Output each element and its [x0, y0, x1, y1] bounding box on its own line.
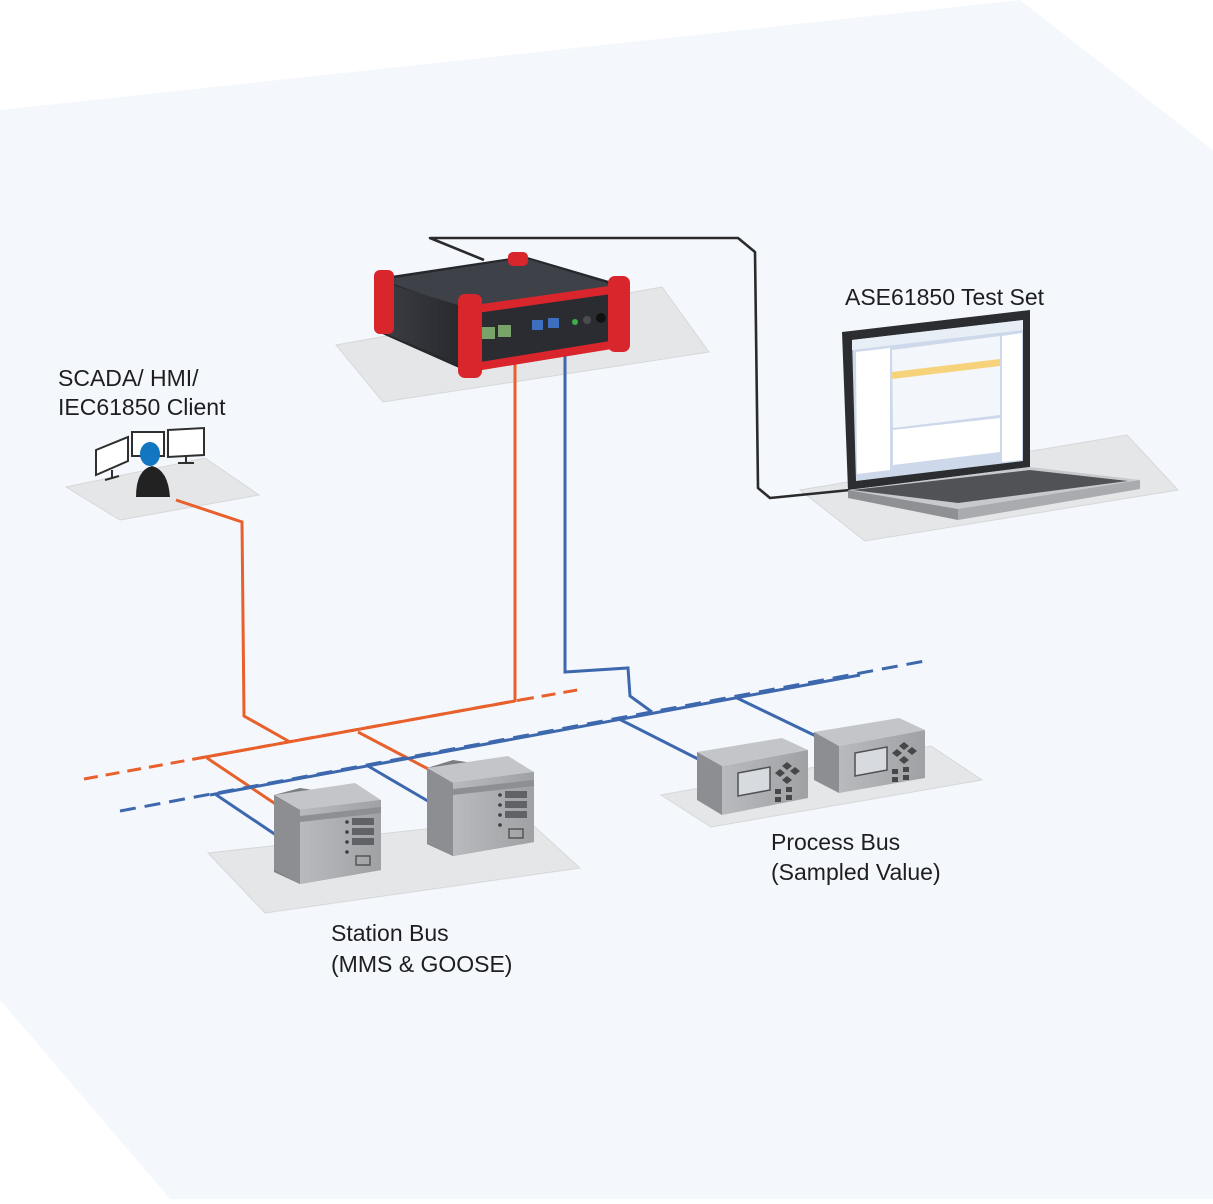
- ied2-station-drop: [357, 730, 433, 773]
- user-body: [136, 466, 170, 497]
- station-bus: [83, 340, 584, 809]
- screen-tree-pane: [856, 348, 890, 474]
- device-top: [382, 258, 620, 310]
- screen-highlight-row: [892, 359, 1000, 379]
- client-label-line2: IEC61850 Client: [58, 394, 226, 420]
- corner-cut-bottom: [0, 1000, 170, 1199]
- ied-relay-icon: [427, 756, 534, 856]
- laptop-front-edge: [848, 490, 958, 520]
- device-process-link: [563, 338, 653, 714]
- screen-grid-pane: [892, 336, 1000, 428]
- screen-bottom-pane: [893, 418, 1000, 465]
- screen-toolbar: [852, 320, 1023, 350]
- ied-relay-icon: [274, 783, 381, 884]
- laptop-keyboard: [852, 470, 1128, 503]
- laptop-side-edge: [958, 480, 1140, 520]
- mu2-process-drop: [736, 696, 821, 740]
- process-bus-line: [209, 673, 861, 797]
- user-with-monitors-icon: [95, 426, 205, 497]
- device-ports: [482, 313, 606, 339]
- user-head: [140, 442, 160, 466]
- station-bus-right-dash: [519, 687, 584, 702]
- monitor-right: [167, 426, 205, 459]
- ied1-station-drop: [206, 756, 281, 809]
- screen-side-pane: [1002, 333, 1022, 462]
- monitor-left: [95, 435, 129, 477]
- station-bus-label-line1: Station Bus: [331, 920, 449, 946]
- station-bus-line: [199, 699, 516, 760]
- station-bus-label-line2: (MMS & GOOSE): [331, 951, 513, 977]
- device-side: [382, 282, 468, 368]
- process-bus-label-line1: Process Bus: [771, 829, 901, 855]
- merging-unit-icon: [697, 738, 808, 815]
- corner-cut-top: [1020, 0, 1213, 150]
- merging-unit-icon: [814, 718, 925, 793]
- process-bus-label-line2: (Sampled Value): [771, 859, 941, 885]
- test-device-icon: [374, 252, 630, 378]
- device-bumpers: [374, 252, 630, 378]
- mu1-process-drop: [616, 716, 701, 762]
- client-label-line1: SCADA/ HMI/: [58, 365, 199, 391]
- laptop-icon: [842, 310, 1140, 520]
- testset-label: ASE61850 Test Set: [845, 284, 1045, 310]
- process-bus: [119, 338, 926, 837]
- usb-cable: [428, 236, 851, 500]
- ied2-process-drop: [367, 764, 434, 806]
- ied1-process-drop: [214, 792, 277, 837]
- client-link: [175, 498, 291, 744]
